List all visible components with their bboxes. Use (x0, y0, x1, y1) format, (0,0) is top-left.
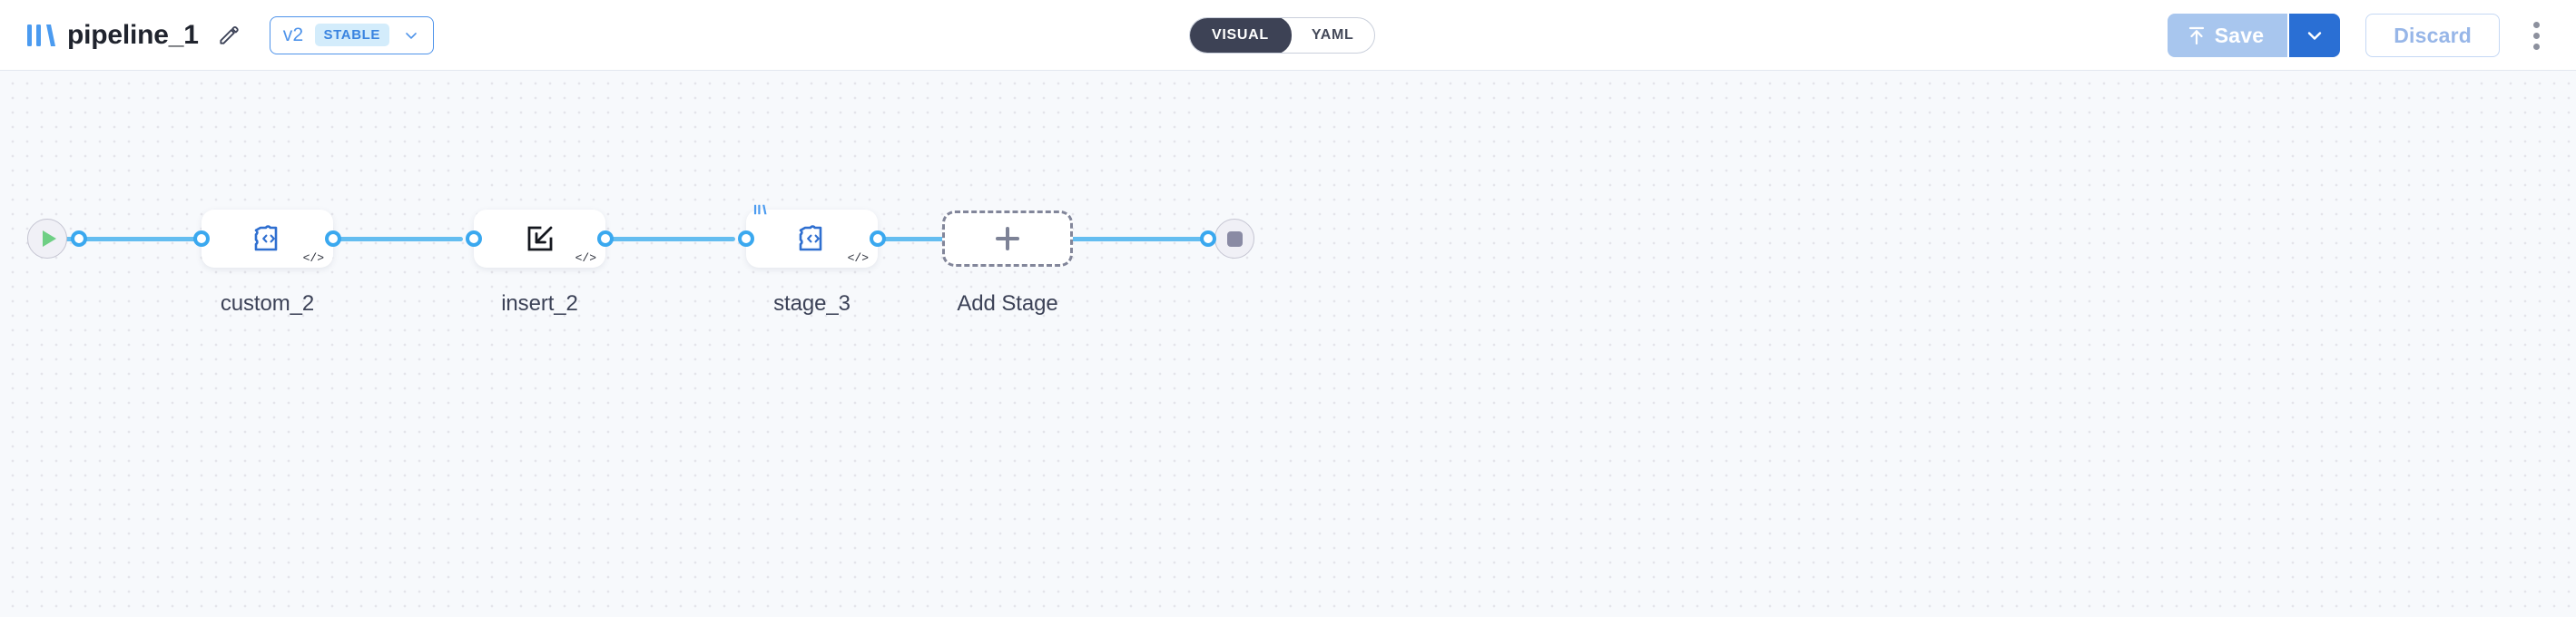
port-end-input[interactable] (1200, 230, 1216, 247)
edge-custom2-to-insert2 (327, 237, 463, 241)
edge-stage3-to-addstage (871, 237, 980, 241)
end-node[interactable] (1214, 219, 1254, 259)
port-insert2-output[interactable] (597, 230, 614, 247)
save-button-group: Save (2167, 14, 2341, 57)
version-selector[interactable]: v2 STABLE (269, 15, 435, 54)
kebab-menu-icon[interactable] (2516, 14, 2556, 57)
code-badge: </> (302, 251, 324, 265)
tab-visual[interactable]: VISUAL (1189, 18, 1292, 53)
save-button[interactable]: Save (2167, 14, 2288, 57)
kebab-dot (2532, 43, 2540, 50)
discard-button[interactable]: Discard (2365, 14, 2500, 57)
import-arrow-icon (527, 226, 552, 251)
stage-node-stage_3[interactable]: </> (746, 204, 878, 268)
pencil-icon (220, 25, 239, 44)
port-start-output[interactable] (71, 230, 87, 247)
port-custom2-output[interactable] (325, 230, 341, 247)
page-title: pipeline_1 (67, 19, 199, 50)
port-custom2-input[interactable] (193, 230, 210, 247)
bars-logo-icon (27, 24, 55, 46)
port-stage3-output[interactable] (870, 230, 886, 247)
chevron-down-icon (402, 26, 420, 44)
port-insert2-input[interactable] (466, 230, 482, 247)
port-stage3-input[interactable] (738, 230, 754, 247)
start-node[interactable] (27, 219, 67, 259)
save-button-label: Save (2214, 23, 2265, 47)
puzzle-code-icon (254, 225, 277, 251)
header-left-cluster: pipeline_1 v2 STABLE (0, 15, 435, 54)
code-badge: </> (575, 251, 596, 265)
stage-node-custom_2[interactable]: </> (202, 210, 333, 268)
version-label: v2 (282, 24, 304, 45)
play-icon (42, 230, 56, 247)
plus-icon (1006, 227, 1009, 250)
header-actions: Save Discard (2167, 14, 2556, 57)
edge-addstage-to-end (1069, 237, 1207, 241)
status-badge: STABLE (314, 24, 390, 46)
edge-insert2-to-stage3 (599, 237, 735, 241)
stage-node-insert_2[interactable]: </> (474, 210, 605, 268)
edit-name-button[interactable] (210, 16, 248, 54)
stop-icon (1226, 230, 1243, 247)
app-header: pipeline_1 v2 STABLE VISUAL YAML (0, 0, 2576, 71)
kebab-dot (2532, 32, 2540, 39)
bars-logo-icon (753, 204, 767, 215)
add-stage-label: Add Stage (957, 291, 1058, 316)
tab-yaml[interactable]: YAML (1292, 18, 1374, 53)
add-stage-button[interactable] (942, 211, 1073, 267)
edge-start-to-custom2 (58, 237, 207, 241)
view-mode-toggle[interactable]: VISUAL YAML (1189, 17, 1375, 54)
kebab-dot (2532, 21, 2540, 28)
upload-arrow-icon (2188, 26, 2204, 45)
chevron-down-icon (2308, 32, 2322, 40)
stage-label-insert_2: insert_2 (501, 291, 578, 316)
save-options-button[interactable] (2287, 14, 2341, 57)
stage-label-custom_2: custom_2 (220, 291, 315, 316)
pipeline-canvas[interactable]: </> custom_2 </> insert_2 (0, 71, 2576, 617)
stage-label-stage_3: stage_3 (773, 291, 850, 316)
puzzle-code-icon (799, 225, 821, 251)
code-badge: </> (847, 251, 869, 265)
pipeline-flow: </> custom_2 </> insert_2 (0, 71, 2576, 617)
